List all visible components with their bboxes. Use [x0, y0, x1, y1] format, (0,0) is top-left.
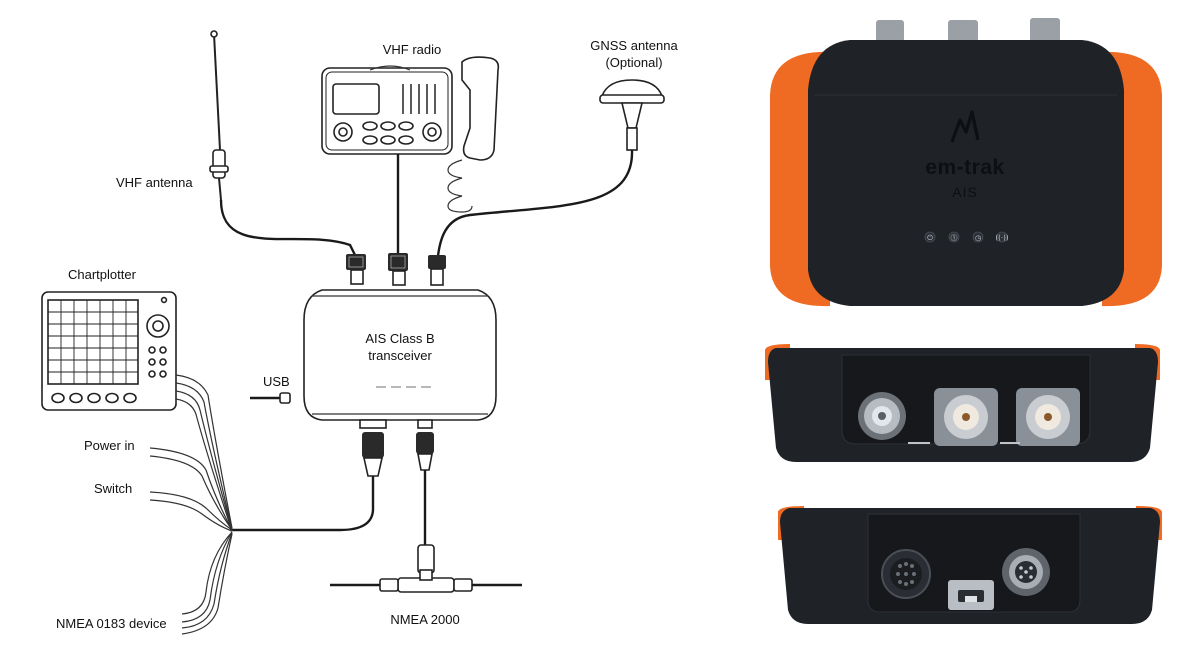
bnc-connector-icon: [858, 392, 906, 440]
transceiver-label-line1: AIS Class B: [365, 331, 434, 346]
connector-silhouette: [948, 20, 978, 42]
vhf-radio-icon: [321, 56, 500, 213]
clock-icon: [972, 231, 984, 243]
power-icon: [924, 231, 936, 243]
uhf-connector-icon: [934, 388, 998, 446]
switch-label: Switch: [94, 481, 132, 496]
multipin-data-connector-icon: [881, 549, 931, 599]
transceiver-label-line2: transceiver: [368, 348, 432, 363]
bottom-connectors: [362, 432, 434, 477]
nmea-2000-label: NMEA 2000: [390, 612, 459, 627]
ais-transceiver-unit: [303, 289, 497, 429]
vhf-antenna-cable: [219, 199, 357, 256]
nmea-0183-label: NMEA 0183 device: [56, 616, 167, 631]
model-name: AIS: [952, 184, 978, 200]
gnss-antenna-icon: [599, 79, 665, 151]
status-icon: [948, 231, 960, 243]
vhf-radio-label: VHF radio: [383, 42, 442, 57]
vhf-antenna-label: VHF antenna: [116, 175, 193, 190]
device-antenna-side-view: [765, 344, 1160, 462]
led-indicator-row: ⏻ ⓵ ◷ ((·)): [924, 231, 1009, 243]
top-connectors: [346, 253, 446, 286]
nmea2000-connector-icon: [1002, 548, 1050, 596]
product-photos: em-trak AIS ⏻ ⓵ ◷ ((·)): [765, 18, 1162, 624]
device-top-view: em-trak AIS ⏻ ⓵ ◷ ((·)): [770, 18, 1162, 307]
transmit-icon-glyph: ((·)): [995, 234, 1008, 242]
power-in-label: Power in: [84, 438, 135, 453]
device-data-side-view: [778, 506, 1162, 624]
status-icon-glyph: ⓵: [951, 233, 958, 242]
connector-silhouette: [1030, 18, 1060, 42]
usb-port-icon: [948, 580, 994, 610]
usb-plug-icon: [279, 392, 291, 404]
chartplotter-icon: [41, 291, 177, 411]
device-body: [808, 40, 1124, 306]
brand-name: em-trak: [925, 156, 1004, 179]
uhf-connector-icon: [1016, 388, 1080, 446]
connector-silhouette: [876, 20, 904, 42]
vhf-antenna-icon: [209, 30, 229, 201]
wiring-diagram: AIS Class B transceiver: [41, 30, 678, 635]
nmea2000-tee-connector: [379, 544, 473, 593]
transmit-icon: [996, 231, 1008, 243]
gnss-antenna-label-line2: (Optional): [605, 55, 662, 70]
gnss-antenna-label-line1: GNSS antenna: [590, 38, 678, 53]
clock-icon-glyph: ◷: [975, 234, 982, 242]
chartplotter-label: Chartplotter: [68, 267, 137, 282]
wire-bundle: [149, 374, 233, 635]
power-data-cable: [230, 476, 375, 532]
usb-label: USB: [263, 374, 290, 389]
brand-logo-icon: [950, 110, 980, 143]
power-icon-glyph: ⏻: [927, 234, 933, 242]
gnss-cable: [436, 149, 634, 257]
